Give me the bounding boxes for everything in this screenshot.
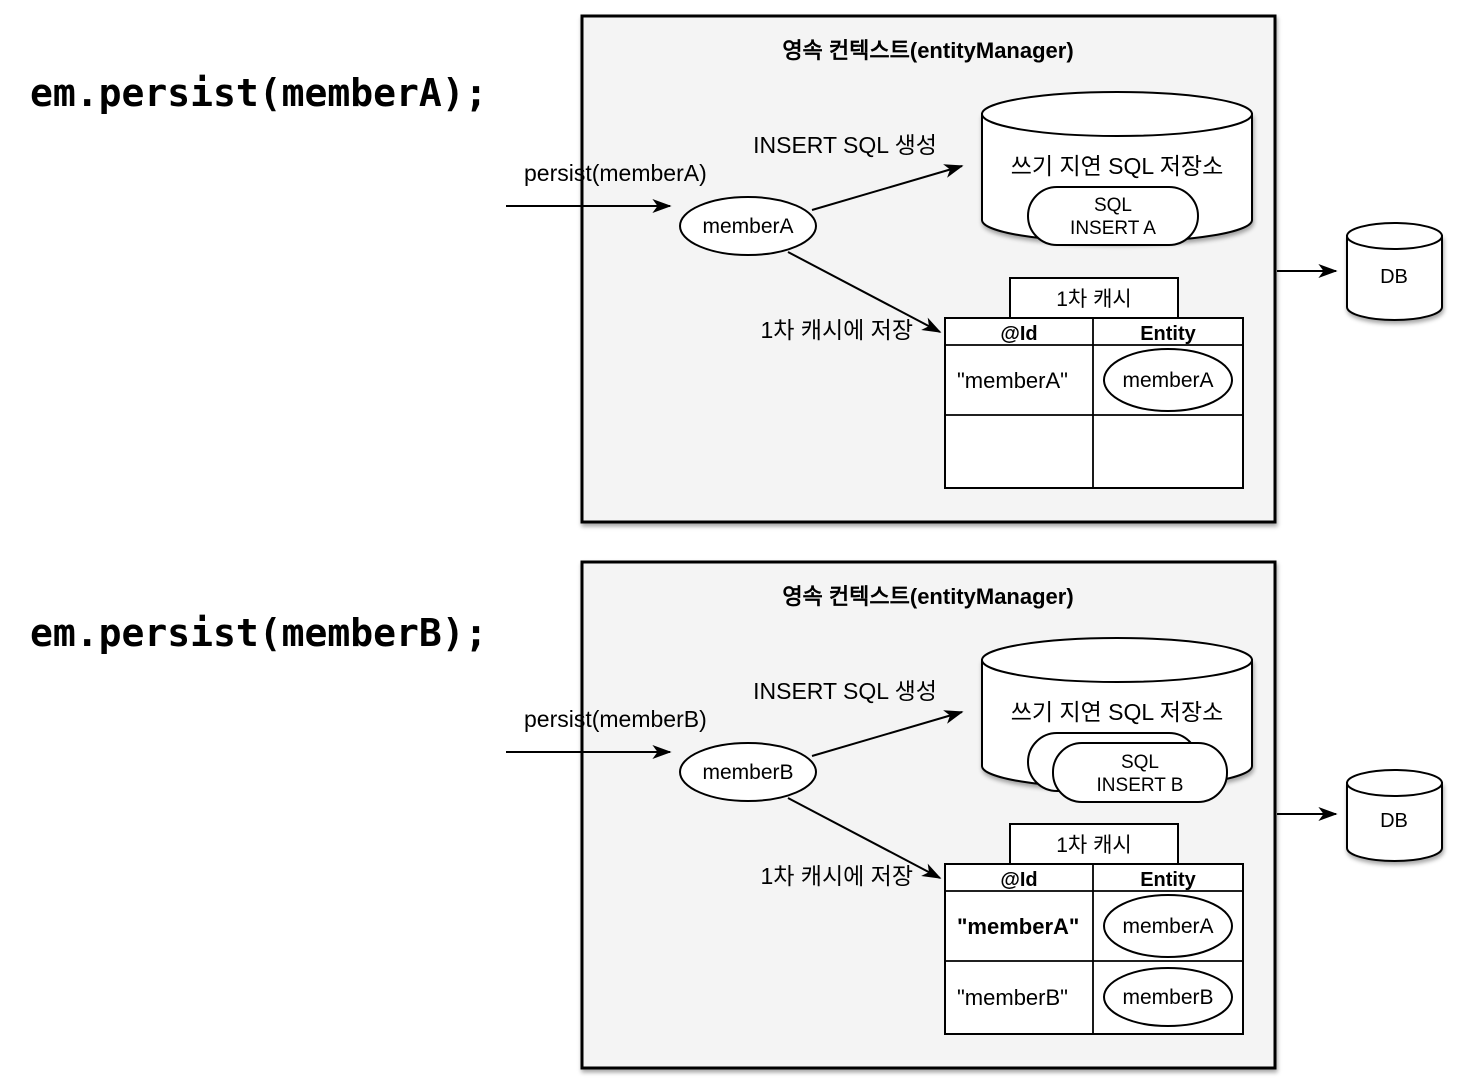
entity-column-header: Entity — [1140, 323, 1196, 345]
id-column-header: @Id — [1000, 869, 1037, 891]
first-cache-table: @Id Entity "memberA" memberA "memberB" m… — [944, 863, 1244, 1035]
sql-card-shape — [1027, 186, 1199, 246]
code-statement: em.persist(memberA); — [30, 71, 488, 115]
persist-memberB-diagram: em.persist(memberB); 영속 컨텍스트(entityManag… — [30, 560, 1443, 1070]
first-cache-tab: 1차 캐시 — [1009, 277, 1179, 319]
persist-memberA-diagram: em.persist(memberA); 영속 컨텍스트(entityManag… — [30, 14, 1443, 524]
entity-column-header: Entity — [1140, 869, 1196, 891]
row1-entity-ellipse: memberA — [1103, 894, 1233, 958]
sql-card-line1: SQL — [1121, 752, 1159, 773]
row1-entity-ellipse-shape — [1103, 348, 1233, 412]
persist-call-label: persist(memberB) — [524, 706, 707, 732]
entity-name: memberB — [702, 761, 793, 784]
row2-entity-ellipse: memberB — [1103, 967, 1233, 1027]
first-cache-tab-shape — [1009, 823, 1179, 865]
sql-card-line2: INSERT B — [1097, 775, 1184, 796]
row2-id-cell: "memberB" — [957, 985, 1068, 1010]
row1-id-cell: "memberA" — [957, 368, 1068, 393]
cache-save-arrow — [787, 251, 942, 333]
sql-card-line2: INSERT A — [1070, 218, 1156, 239]
db-cylinder-body — [1346, 782, 1443, 862]
insert-sql-label: INSERT SQL 생성 — [753, 678, 937, 704]
entity-name: memberA — [702, 215, 793, 238]
context-title: 영속 컨텍스트(entityManager) — [782, 584, 1073, 609]
sql-store-label: 쓰기 지연 SQL 저장소 — [1011, 699, 1223, 725]
sql-card-shape — [1052, 742, 1228, 803]
db-cylinder-top — [1346, 769, 1443, 797]
cache-save-arrow — [787, 797, 942, 879]
persist-call-label: persist(memberA) — [524, 160, 707, 186]
db-label: DB — [1380, 810, 1408, 832]
sql-card-line1: SQL — [1094, 195, 1132, 216]
entity-ellipse-shape — [679, 742, 817, 802]
row1-id-cell: "memberA" — [957, 914, 1079, 939]
db-cylinder-body — [1346, 235, 1443, 321]
db-label: DB — [1380, 266, 1408, 288]
entity-ellipse: memberB — [679, 742, 817, 802]
db-cylinder: DB — [1346, 769, 1443, 862]
cylinder-top — [981, 637, 1253, 683]
first-cache-tab-label: 1차 캐시 — [1056, 834, 1131, 857]
cache-save-label: 1차 캐시에 저장 — [760, 317, 913, 343]
first-cache-tab-label: 1차 캐시 — [1056, 288, 1131, 311]
row1-entity-name: memberA — [1122, 915, 1213, 938]
entity-ellipse: memberA — [679, 196, 817, 256]
row1-entity-name: memberA — [1122, 369, 1213, 392]
cache-save-label: 1차 캐시에 저장 — [760, 863, 913, 889]
first-cache-tab: 1차 캐시 — [1009, 823, 1179, 865]
context-title: 영속 컨텍스트(entityManager) — [782, 38, 1073, 63]
row2-entity-ellipse-shape — [1103, 967, 1233, 1027]
sql-store-label: 쓰기 지연 SQL 저장소 — [1011, 153, 1223, 179]
row1-entity-ellipse-shape — [1103, 894, 1233, 958]
sql-card: SQL INSERT B — [1052, 742, 1228, 803]
cylinder-top — [981, 91, 1253, 137]
insert-sql-arrow — [811, 164, 964, 211]
row2-entity-name: memberB — [1122, 986, 1213, 1009]
code-statement: em.persist(memberB); — [30, 611, 488, 655]
db-cylinder: DB — [1346, 222, 1443, 321]
row1-entity-ellipse: memberA — [1103, 348, 1233, 412]
insert-sql-label: INSERT SQL 생성 — [753, 132, 937, 158]
id-column-header: @Id — [1000, 323, 1037, 345]
insert-sql-arrow — [811, 710, 964, 757]
entity-ellipse-shape — [679, 196, 817, 256]
db-cylinder-top — [1346, 222, 1443, 250]
first-cache-table: @Id Entity "memberA" memberA — [944, 317, 1244, 489]
sql-card: SQL INSERT A — [1027, 186, 1199, 246]
